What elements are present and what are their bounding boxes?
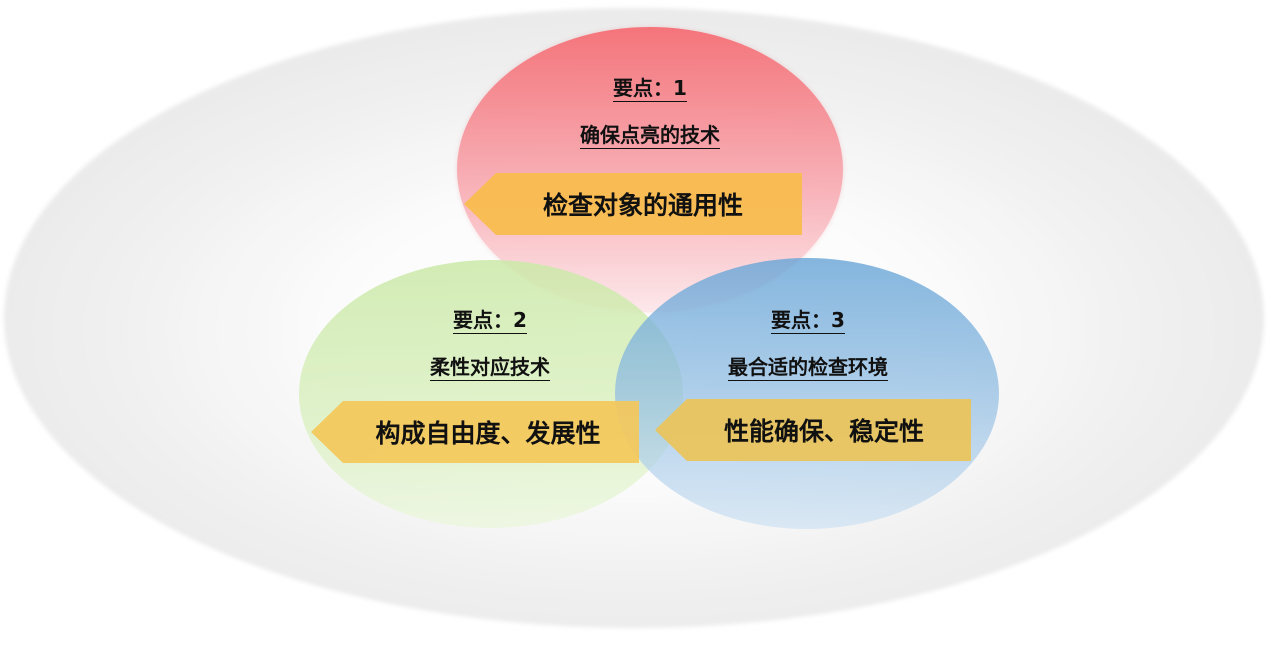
point-1-subtitle: 确保点亮的技术 (580, 123, 720, 149)
point-3-subtitle: 最合适的检查环境 (728, 355, 888, 381)
point-1-heading: 要点：1 (613, 76, 687, 102)
point-1-tag: 检查对象的通用性 (464, 173, 802, 235)
point-3-heading: 要点：3 (771, 308, 845, 334)
point-2-tag: 构成自由度、发展性 (311, 401, 639, 463)
point-2-subtitle: 柔性对应技术 (430, 355, 550, 381)
point-2-heading: 要点：2 (453, 308, 527, 334)
point-3-tag: 性能确保、稳定性 (655, 399, 971, 461)
point-3-circle (615, 258, 999, 529)
